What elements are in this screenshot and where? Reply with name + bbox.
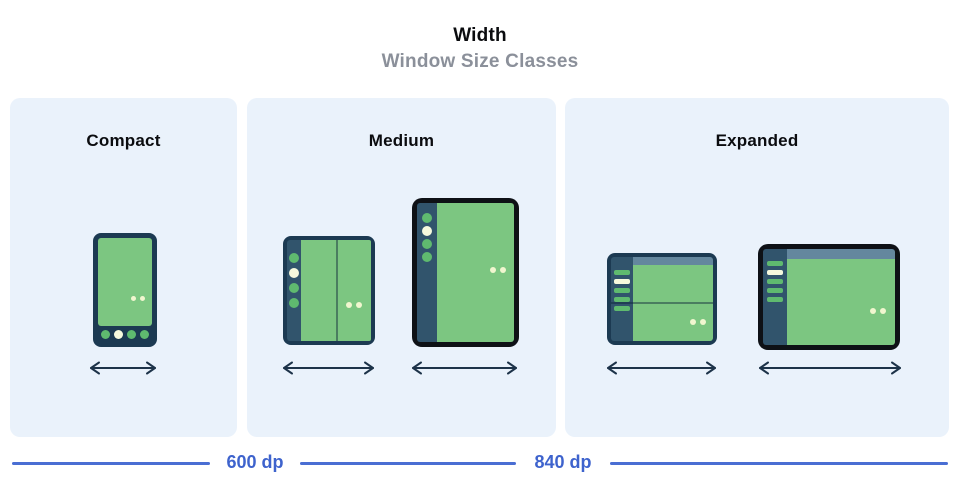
rail-dot-icon [289,268,299,278]
sidebar-item-icon [614,306,630,311]
content-line [103,266,147,271]
dot-icon [140,296,145,301]
rail-dot-icon [289,253,299,263]
phone-nav-bar [98,326,152,342]
sidebar-item-icon [767,297,783,302]
content-line [794,282,889,288]
panel-compact: Compact [10,98,237,437]
breakpoint-840dp: 840 dp [534,452,592,472]
diagram-title: Width [453,25,507,46]
content-line [443,223,510,229]
panel-compact-label: Compact [86,131,161,150]
content-line [103,256,147,261]
content-line [443,233,510,239]
breakpoint-600dp: 600 dp [226,452,284,472]
nav-dot-icon [127,329,136,339]
rail-dot-icon [422,252,432,262]
sidebar-item-icon [614,270,630,275]
panel-expanded: Expanded [565,98,949,437]
sidebar [763,249,787,345]
sidebar [611,257,633,341]
main-pane [633,257,713,341]
ruler-line [300,462,516,465]
nav-dot-icon [114,329,123,339]
content-line [443,253,510,259]
phone-screen [98,238,152,326]
dot-icon [131,296,136,301]
fold-crease [611,302,713,304]
phone-illustration [93,233,157,347]
foldable-landscape-screen [611,257,713,341]
tablet-landscape-illustration [758,244,900,350]
width-arrow-icon [605,360,718,376]
sidebar-item-icon [767,279,783,284]
rail-dot-icon [289,283,299,293]
content-line [643,307,710,313]
content-line [643,279,673,285]
nav-rail [417,203,437,342]
content-line [794,297,889,303]
main-pane [787,249,895,345]
tablet-portrait-illustration [412,198,519,347]
width-arrow-icon [88,360,158,376]
tablet-screen [437,203,514,342]
rail-dot-icon [422,226,432,236]
rail-dot-icon [289,298,299,308]
content-dots [794,308,889,314]
content-line [103,276,147,281]
nav-rail [287,240,301,341]
content-area [787,259,895,345]
fold-crease [336,240,338,341]
dot-icon [870,308,876,314]
dot-icon [700,319,706,325]
app-top-bar [633,257,713,265]
content-dots [443,267,510,273]
width-arrow-icon [281,360,376,376]
content-line [643,292,710,298]
app-top-bar [787,249,895,259]
dot-icon [346,302,352,308]
panel-medium: Medium [247,98,556,437]
content-dots [310,302,364,308]
sidebar-item-icon [614,297,630,302]
width-arrow-icon [757,360,903,376]
content-line [103,246,123,251]
sidebar-item-icon [767,288,783,293]
foldable-portrait-illustration [283,236,375,345]
nav-dot-icon [101,329,110,339]
content-line [443,213,470,219]
panel-expanded-label: Expanded [715,131,799,150]
content-dots [643,319,710,325]
sidebar-item-icon [614,288,630,293]
ruler-line [610,462,948,465]
foldable-screen [301,240,371,341]
dot-icon [500,267,506,273]
content-dots [103,296,147,301]
content-line [103,286,147,291]
panel-medium-label: Medium [368,131,435,150]
nav-dot-icon [140,329,149,339]
ruler-line [12,462,210,465]
dot-icon [356,302,362,308]
dot-icon [690,319,696,325]
diagram-subtitle: Window Size Classes [381,51,579,72]
foldable-landscape-illustration [607,253,717,345]
sidebar-item-icon [767,270,783,275]
content-area [633,265,713,341]
width-arrow-icon [410,360,519,376]
dot-icon [880,308,886,314]
rail-dot-icon [422,239,432,249]
sidebar-item-icon [614,279,630,284]
content-line [794,270,831,276]
content-line [310,252,334,257]
sidebar-item-icon [767,261,783,266]
dot-icon [490,267,496,273]
content-line [443,243,510,249]
rail-dot-icon [422,213,432,223]
